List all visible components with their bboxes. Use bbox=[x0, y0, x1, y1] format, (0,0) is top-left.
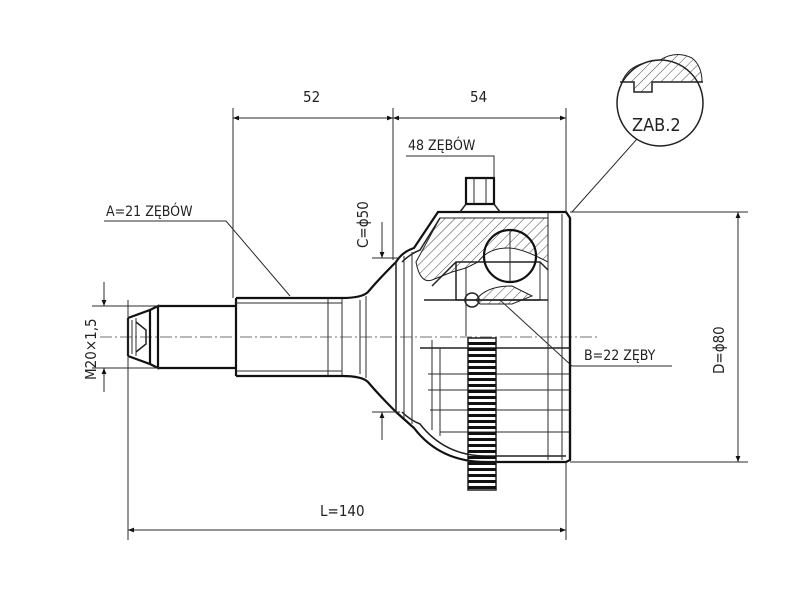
abs-tooth bbox=[468, 378, 496, 381]
dim-52: 52 bbox=[303, 88, 320, 106]
abs-tooth bbox=[468, 408, 496, 411]
leaders: A=21 ZĘBÓW 48 ZĘBÓW B=22 ZĘBY bbox=[104, 136, 672, 367]
abs-tooth bbox=[468, 360, 496, 363]
abs-tooth bbox=[468, 480, 496, 483]
abs-tooth bbox=[468, 414, 496, 417]
label-48-teeth: 48 ZĘBÓW bbox=[408, 136, 476, 154]
abs-tooth bbox=[468, 486, 496, 489]
drive-shaft bbox=[126, 261, 397, 413]
dim-l-140: L=140 bbox=[320, 502, 365, 520]
detail-zab-2: ZAB.2 bbox=[571, 54, 704, 213]
detail-ref-label: ZAB.2 bbox=[632, 115, 681, 136]
abs-tooth bbox=[468, 354, 496, 357]
dim-54: 54 bbox=[470, 88, 487, 106]
dim-m20-thread: M20×1,5 bbox=[82, 318, 100, 380]
abs-tooth bbox=[468, 366, 496, 369]
label-a-21: A=21 ZĘBÓW bbox=[106, 202, 193, 220]
abs-tooth bbox=[468, 384, 496, 387]
abs-ring bbox=[467, 337, 497, 491]
label-b-22: B=22 ZĘBY bbox=[584, 348, 656, 364]
dim-d-80: D=ϕ80 bbox=[710, 326, 728, 374]
dimension-lines: 52 54 L=140 D=ϕ80 C=ϕ50 M20×1,5 bbox=[82, 88, 748, 540]
abs-tooth bbox=[468, 426, 496, 429]
dim-c-50: C=ϕ50 bbox=[354, 201, 372, 248]
outer-housing bbox=[395, 176, 572, 464]
abs-tooth bbox=[468, 456, 496, 459]
abs-tooth bbox=[468, 468, 496, 471]
abs-tooth bbox=[468, 474, 496, 477]
abs-tooth bbox=[468, 348, 496, 351]
abs-tooth bbox=[468, 432, 496, 435]
abs-tooth bbox=[468, 372, 496, 375]
abs-tooth bbox=[468, 444, 496, 447]
abs-tooth bbox=[468, 396, 496, 399]
abs-tooth bbox=[468, 390, 496, 393]
abs-tooth bbox=[468, 342, 496, 345]
abs-tooth bbox=[468, 450, 496, 453]
abs-tooth bbox=[468, 402, 496, 405]
abs-tooth bbox=[468, 462, 496, 465]
abs-tooth bbox=[468, 438, 496, 441]
abs-tooth bbox=[468, 420, 496, 423]
